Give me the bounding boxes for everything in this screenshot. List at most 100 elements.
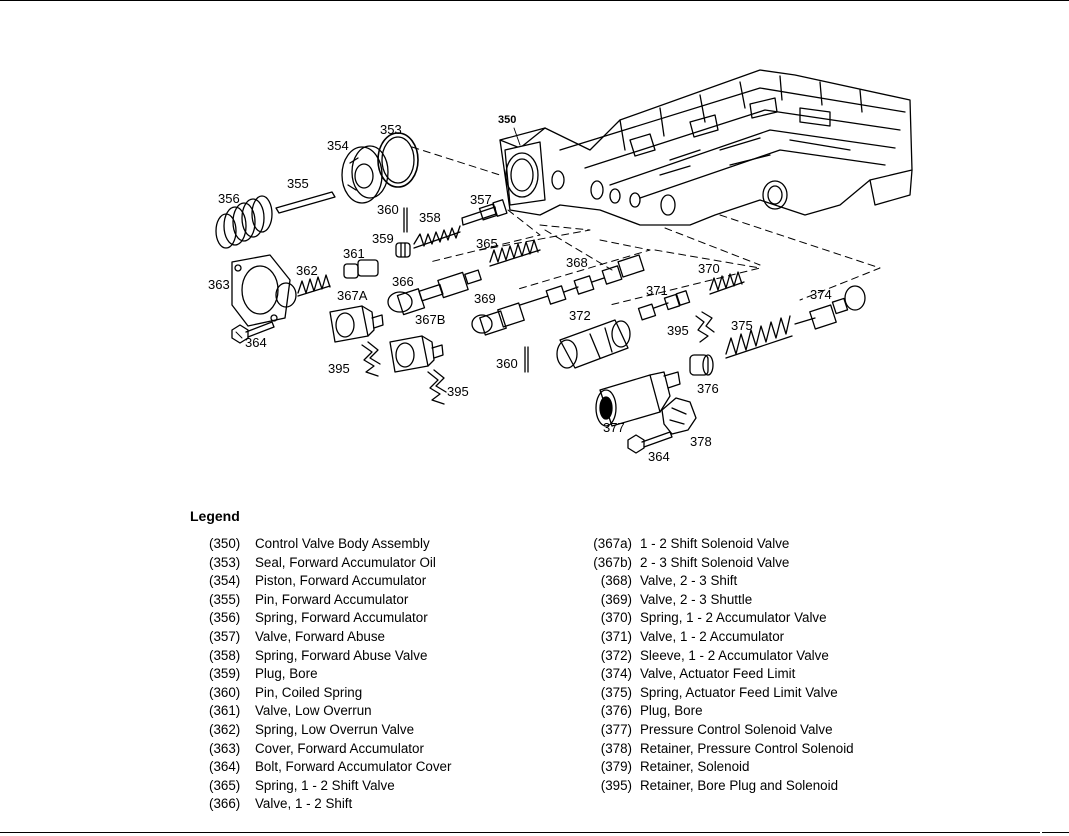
- legend-item: (367b) 2 - 3 Shift Solenoid Valve: [588, 554, 854, 573]
- legend-code: (366): [209, 796, 241, 812]
- callout-353: 353: [380, 122, 402, 137]
- legend-right-column: (367a)1 - 2 Shift Solenoid Valve (367b) 2…: [588, 535, 854, 795]
- callout-356: 356: [218, 191, 240, 206]
- legend-code: (368): [600, 573, 632, 589]
- part-365-spring: [489, 239, 541, 267]
- part-372-sleeve: [556, 319, 631, 369]
- part-357-valve: [461, 199, 508, 226]
- legend-code: (357): [209, 628, 241, 644]
- callout-363: 363: [208, 277, 230, 292]
- legend-item: (377)Pressure Control Solenoid Valve: [588, 721, 854, 740]
- callout-370: 370: [698, 261, 720, 276]
- callout-367B: 367B: [415, 312, 445, 327]
- part-364-bolt-lower: [627, 431, 673, 454]
- legend-left-column: (350)Control Valve Body Assembly (353)Se…: [209, 535, 451, 814]
- legend-code: (367b): [593, 554, 632, 570]
- part-378-retainer: [661, 397, 697, 435]
- bottom-border-right: [1042, 832, 1069, 833]
- callout-360-upper: 360: [377, 202, 399, 217]
- legend-item: (361)Valve, Low Overrun: [209, 702, 451, 721]
- legend-item: (376)Plug, Bore: [588, 702, 854, 721]
- legend-code: (369): [600, 591, 632, 607]
- callout-358: 358: [419, 210, 441, 225]
- legend-desc: Cover, Forward Accumulator: [255, 740, 424, 756]
- legend-desc: Spring, Low Overrun Valve: [255, 721, 415, 737]
- part-363-cover: [231, 254, 297, 327]
- legend-code: (379): [600, 759, 632, 775]
- part-395-retainer-middle: [427, 369, 447, 405]
- part-355-pin: [275, 191, 336, 214]
- part-361-valve: [343, 259, 379, 279]
- legend-code: (395): [600, 777, 632, 793]
- legend-code: (356): [209, 610, 241, 626]
- callout-376: 376: [697, 381, 719, 396]
- legend-item: (356) Spring, Forward Accumulator: [209, 609, 451, 628]
- legend-item: (357) Valve, Forward Abuse: [209, 628, 451, 647]
- legend-code: (372): [600, 647, 632, 663]
- callout-357: 357: [470, 192, 492, 207]
- part-370-spring: [709, 271, 745, 295]
- legend-desc: Spring, Actuator Feed Limit Valve: [640, 684, 838, 700]
- legend-code: (363): [209, 740, 241, 756]
- part-360-pin-upper: [403, 207, 408, 233]
- callout-354: 354: [327, 138, 349, 153]
- legend-desc: Spring, Forward Accumulator: [255, 610, 428, 626]
- callout-395-middle: 395: [447, 384, 469, 399]
- legend-item: (378)Retainer, Pressure Control Solenoid: [588, 740, 854, 759]
- callout-368: 368: [566, 255, 588, 270]
- legend-code: (370): [600, 610, 632, 626]
- callout-359: 359: [372, 231, 394, 246]
- legend-item: (358)Spring, Forward Abuse Valve: [209, 647, 451, 666]
- callout-377: 377: [603, 420, 625, 435]
- legend-desc: Valve, 2 - 3 Shuttle: [640, 591, 753, 607]
- control-valve-body: [499, 69, 913, 226]
- legend-desc: Valve, Low Overrun: [255, 703, 372, 719]
- legend-code: (359): [209, 666, 241, 682]
- callout-350: 350: [498, 114, 516, 126]
- part-368-valve: [545, 254, 645, 305]
- legend-desc: Pin, Coiled Spring: [255, 684, 363, 700]
- legend-item: (366) Valve, 1 - 2 Shift: [209, 795, 451, 814]
- part-362-spring: [297, 274, 331, 297]
- legend-item: (370)Spring, 1 - 2 Accumulator Valve: [588, 609, 854, 628]
- part-377-pressure-solenoid: [595, 371, 681, 427]
- legend-desc: Plug, Bore: [640, 703, 703, 719]
- part-367B-solenoid: [389, 335, 444, 373]
- assembly-guide-lines: [411, 146, 881, 306]
- legend-desc: 1 - 2 Shift Solenoid Valve: [640, 536, 790, 551]
- top-border: [0, 0, 1069, 1]
- legend-desc: 2 - 3 Shift Solenoid Valve: [640, 554, 790, 570]
- legend-desc: Valve, Forward Abuse: [255, 628, 386, 644]
- legend-item: (362)Spring, Low Overrun Valve: [209, 721, 451, 740]
- legend-code: (365): [209, 777, 241, 793]
- legend-code: (350): [209, 536, 241, 551]
- callout-366: 366: [392, 274, 414, 289]
- legend-item: (367a)1 - 2 Shift Solenoid Valve: [588, 535, 854, 554]
- bottom-border: [0, 832, 1040, 833]
- legend-desc: Pressure Control Solenoid Valve: [640, 721, 833, 737]
- callout-374: 374: [810, 287, 832, 302]
- legend-desc: Spring, 1 - 2 Shift Valve: [255, 777, 395, 793]
- exploded-valve-body-diagram: 350 353 354 355 356 357 358 359 360 360 …: [208, 69, 913, 464]
- part-369-valve: [471, 295, 549, 336]
- callout-362: 362: [296, 263, 318, 278]
- part-366-valve: [387, 269, 482, 316]
- leader-lines: [235, 127, 521, 339]
- part-367A-solenoid: [329, 305, 384, 343]
- part-374-valve: [794, 285, 866, 330]
- legend-desc: Spring, Forward Abuse Valve: [255, 647, 428, 663]
- part-354-piston: [341, 145, 389, 204]
- legend-item: (363) Cover, Forward Accumulator: [209, 740, 451, 759]
- legend-item: (375) Spring, Actuator Feed Limit Valve: [588, 684, 854, 703]
- legend-desc: Retainer, Pressure Control Solenoid: [640, 740, 854, 756]
- legend-item: (372)Sleeve, 1 - 2 Accumulator Valve: [588, 647, 854, 666]
- legend-desc: Valve, 1 - 2 Accumulator: [640, 628, 785, 644]
- legend-code: (375): [600, 684, 632, 700]
- legend-item: (350)Control Valve Body Assembly: [209, 535, 451, 554]
- part-376-plug: [689, 354, 714, 376]
- legend-item: (365) Spring, 1 - 2 Shift Valve: [209, 777, 451, 796]
- legend-title: Legend: [190, 508, 240, 524]
- legend-desc: Valve, 1 - 2 Shift: [255, 796, 353, 812]
- legend-desc: Retainer, Bore Plug and Solenoid: [640, 777, 839, 793]
- legend-item: (369) Valve, 2 - 3 Shuttle: [588, 591, 854, 610]
